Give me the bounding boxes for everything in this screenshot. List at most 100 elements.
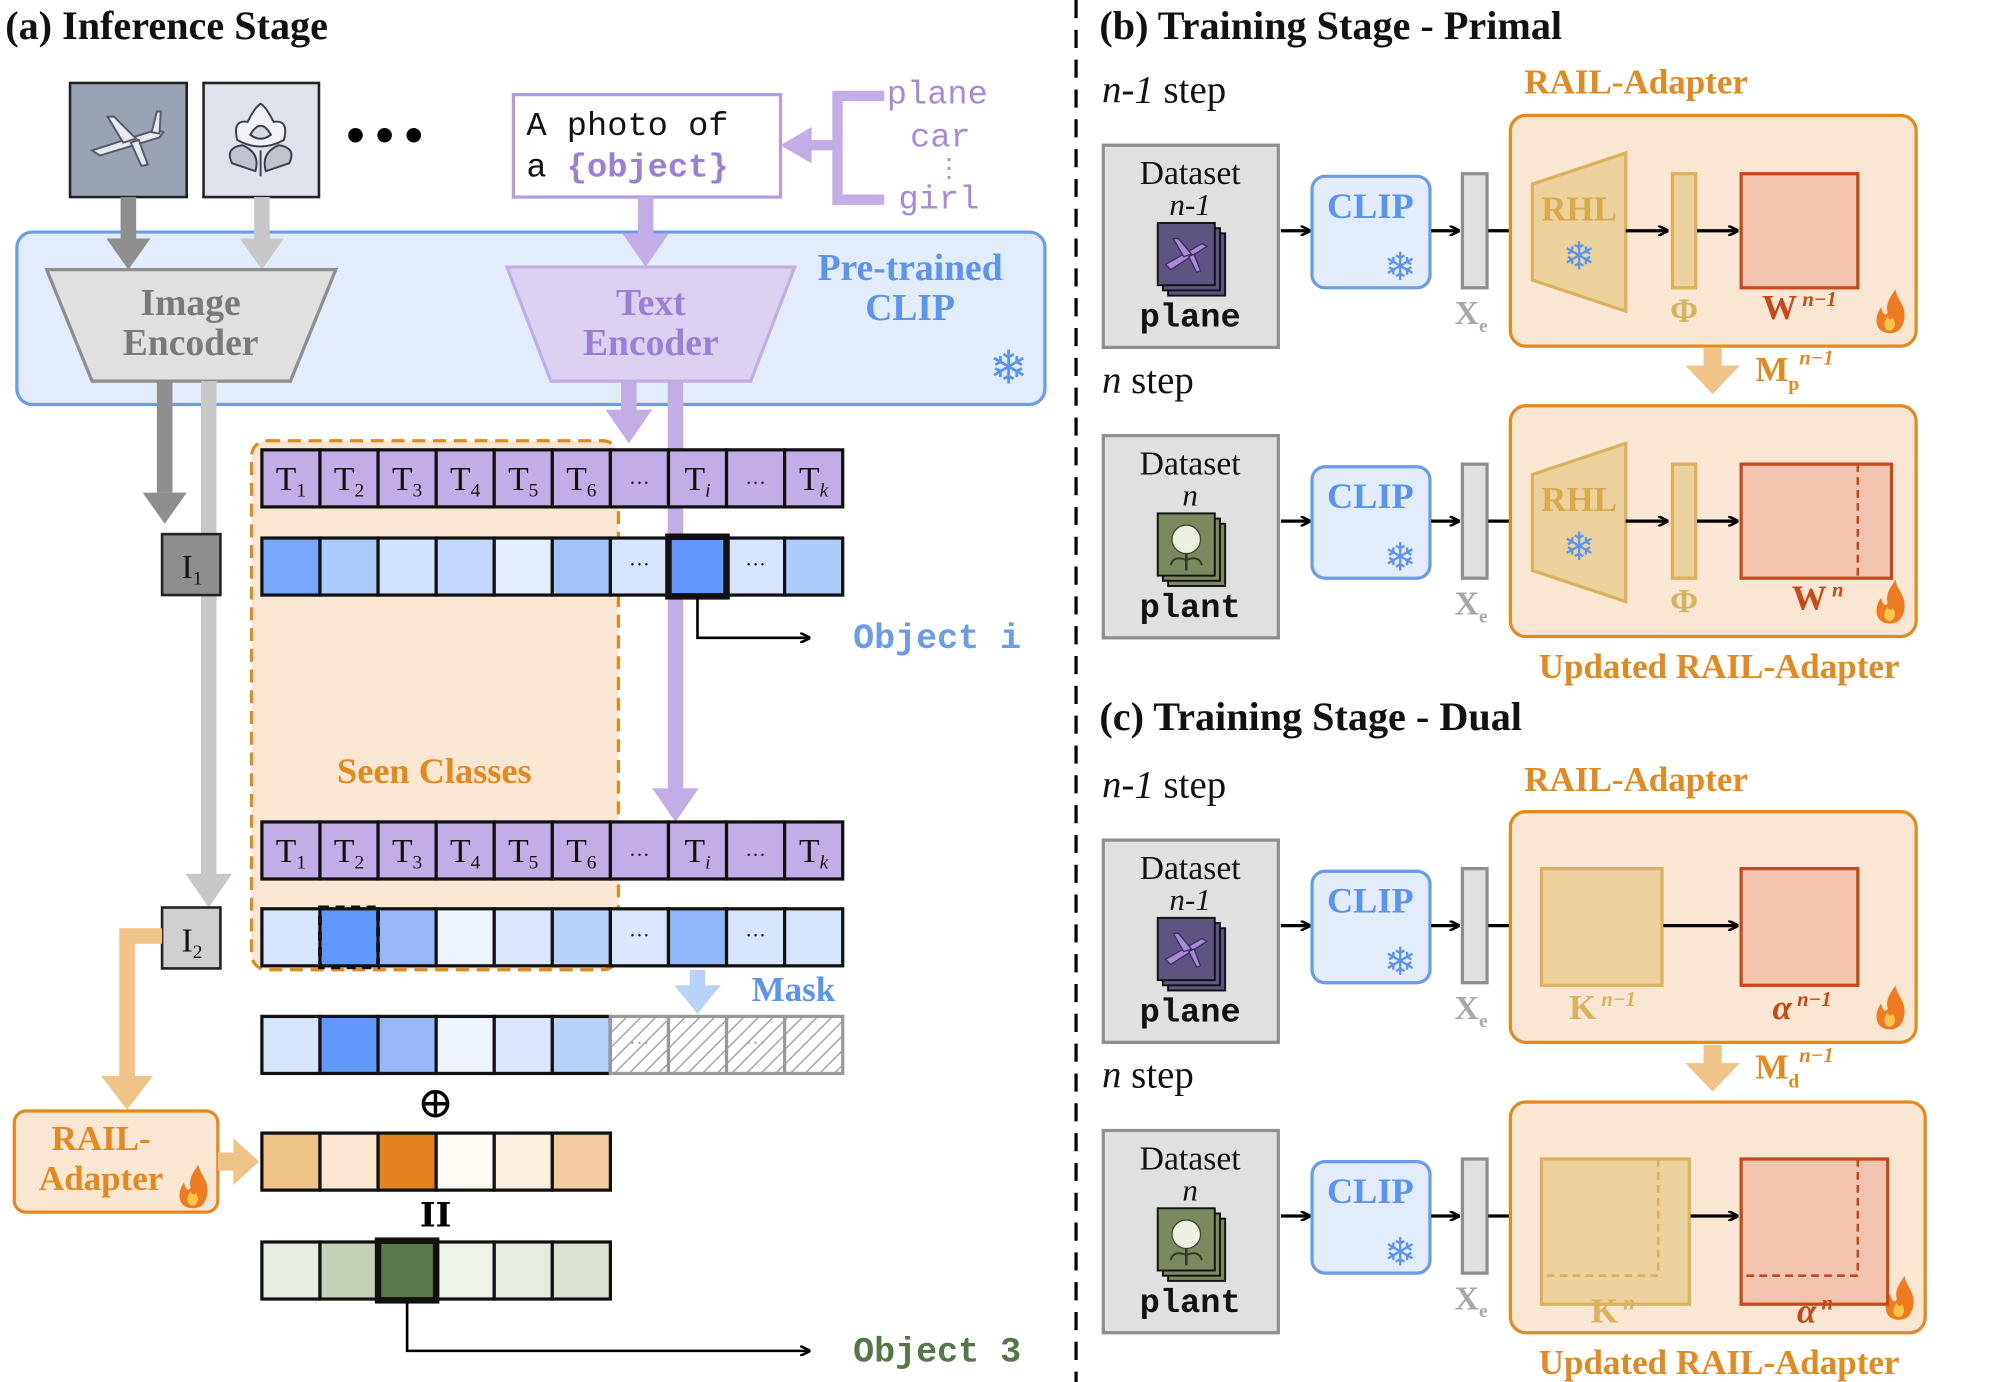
mask-arrow-head [674, 985, 721, 1014]
dataset-label: Dataset [1140, 1140, 1242, 1177]
score-cell [260, 536, 322, 597]
seen-classes-label: Seen Classes [337, 751, 532, 791]
score-cell [492, 907, 554, 968]
prompt-template-box [511, 93, 783, 199]
dataset-label: Dataset [1140, 850, 1242, 887]
arrow-i2-shaft [200, 381, 217, 877]
rhl-label: RHL [1541, 480, 1617, 519]
adapter-to-row-arrowhead [233, 1138, 260, 1185]
score-cell [608, 907, 671, 968]
score-cell [260, 1240, 322, 1301]
memory-label: Mpn−1 [1755, 347, 1833, 395]
ellipsis-cell-label: ··· [629, 926, 650, 948]
class-name-ellipsis: ⋮ [936, 154, 962, 184]
trainable-flame-icon [1876, 985, 1905, 1030]
dataset-label: Dataset [1140, 155, 1242, 192]
score-cell [783, 536, 845, 597]
plane-icon [89, 110, 165, 168]
random-hidden-layer [1530, 150, 1628, 314]
alpha-label: α n [1797, 1291, 1833, 1330]
memory-label: Mdn−1 [1755, 1045, 1833, 1093]
embedding-label: Xe [1455, 586, 1488, 628]
weight-label: W n [1792, 578, 1844, 617]
step-label: n-1 step [1102, 68, 1226, 111]
text-token-label: ··· [629, 473, 650, 495]
kernel-matrix [1539, 1157, 1691, 1306]
i2-to-adapter-line [119, 928, 163, 1082]
score-cell [376, 536, 438, 597]
score-cell [376, 1131, 438, 1192]
score-cell [434, 907, 496, 968]
frozen-snowflake-icon: ❄ [1563, 525, 1596, 570]
embedding-feature-bar [1460, 172, 1489, 290]
frozen-snowflake-icon: ❄ [989, 342, 1028, 396]
class-list-bracket [806, 90, 885, 205]
score-cell [260, 1014, 322, 1076]
kernel-label: K n−1 [1569, 988, 1636, 1027]
score-cell [550, 1131, 613, 1192]
frozen-snowflake-icon: ❄ [1384, 940, 1417, 985]
arrow-i1-shaft [156, 381, 173, 493]
score-cell [492, 1014, 554, 1076]
more-images-ellipsis: ••• [342, 111, 429, 160]
memory-arrow-shaft [1703, 1044, 1722, 1066]
arrow-plane-head [106, 238, 151, 270]
score-cell [318, 1014, 380, 1076]
embedding-label: Xe [1455, 1280, 1488, 1322]
text-token-label: T1 [276, 833, 306, 873]
trainable-flame-icon [179, 1164, 208, 1209]
score-cell [260, 1131, 322, 1192]
arrow-i2-head [185, 873, 233, 908]
score-cell [550, 907, 613, 968]
score-cell [434, 1131, 496, 1192]
image-feature-i1-label: I1 [182, 549, 203, 589]
plane-icon [1164, 932, 1209, 968]
trainable-flame-icon [1876, 579, 1905, 624]
text-token-label: T3 [392, 833, 422, 873]
panel-a-title: (a) Inference Stage [5, 3, 328, 48]
memory-arrow-head [1685, 365, 1740, 395]
arrow-i1-head [142, 492, 187, 524]
class-name-car: car [910, 119, 971, 157]
clip-box [1310, 465, 1432, 580]
class-name-plane: plane [887, 77, 988, 115]
rhl-label: RHL [1541, 189, 1617, 228]
score-cell [783, 907, 845, 968]
score-cell [318, 1131, 380, 1192]
weight-matrix [1739, 462, 1894, 580]
step-label: n-1 step [1102, 763, 1226, 806]
text-token-label: Tk [799, 833, 829, 873]
rail-adapter-label-1: RAIL- [52, 1119, 151, 1158]
clip-box [1310, 174, 1432, 290]
prompt-line-1: A photo of [526, 108, 728, 146]
alpha-previous-boundary [1741, 1159, 1860, 1277]
score-cell [492, 1131, 554, 1192]
text-encoder [504, 265, 798, 383]
ellipsis-cell-label: ··· [745, 926, 766, 948]
embedding-label: Xe [1455, 295, 1488, 337]
ellipsis-cell-label: ··· [629, 555, 650, 577]
frozen-snowflake-icon: ❄ [1384, 535, 1417, 580]
score-cell [550, 1240, 613, 1301]
text-token-cell [318, 820, 380, 881]
trainable-flame-icon [1885, 1275, 1914, 1320]
dataset-class-name: plane [1140, 995, 1241, 1033]
embedding-feature-bar [1460, 866, 1489, 985]
object-i-label: Object i [853, 619, 1021, 659]
dataset-index: n [1182, 1172, 1198, 1207]
image-encoder [44, 268, 339, 383]
frozen-snowflake-icon: ❄ [1384, 1230, 1417, 1275]
text-token-label: T3 [392, 461, 422, 501]
text-token-cell [666, 820, 729, 881]
lotus-icon [228, 102, 293, 177]
weight-label: W n−1 [1762, 288, 1837, 327]
dataset-index: n-1 [1169, 187, 1210, 222]
ellipsis-cell-label: ··· [629, 1033, 650, 1055]
arrow-flower-head [239, 238, 284, 270]
dataset-class-name: plane [1140, 300, 1241, 338]
adapter-output-row [260, 1131, 613, 1192]
text-token-label: ··· [745, 473, 766, 495]
flower-icon [1169, 524, 1203, 571]
